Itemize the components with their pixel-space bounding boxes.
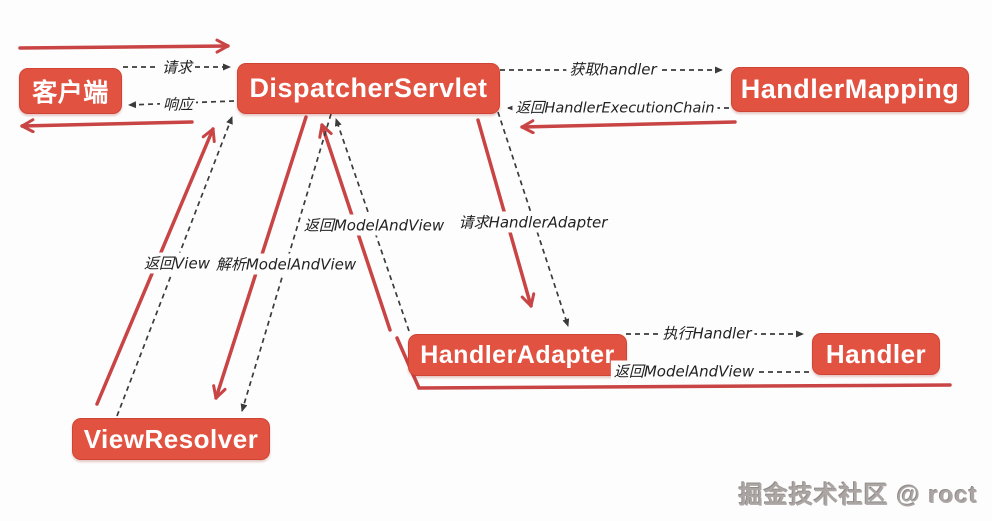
red-arrow-dispatcher-to-client	[20, 118, 194, 134]
node-handler-mapping: HandlerMapping	[731, 67, 969, 112]
edge-label-execute-handler: 执行Handler	[659, 322, 755, 344]
edge-label-return-view: 返回View	[141, 252, 213, 274]
edge-label-request-handleradapter: 请求HandlerAdapter	[455, 211, 611, 233]
red-arrow-client-to-dispatcher	[18, 38, 230, 54]
node-view-resolver: ViewResolver	[72, 418, 270, 460]
edge-label-response: 响应	[159, 93, 197, 115]
node-handler-adapter: HandlerAdapter	[408, 334, 627, 376]
edge-label-return-handlerexecutionchain: 返回HandlerExecutionChain	[512, 96, 718, 118]
edge-label-return-modelandview-to-dispatcher: 返回ModelAndView	[300, 214, 448, 236]
watermark-text: 掘金技术社区 @ roct	[738, 482, 978, 509]
edge-label-resolve-modelandview: 解析ModelAndView	[212, 253, 360, 275]
node-handler: Handler	[812, 333, 940, 375]
node-client: 客户端	[19, 68, 122, 114]
edge-label-request: 请求	[158, 56, 196, 78]
node-dispatcher-servlet: DispatcherServlet	[237, 63, 500, 114]
red-underline-handler-row	[395, 336, 952, 390]
edge-label-get-handler: 获取handler	[566, 58, 660, 80]
edge-label-return-modelandview-to-handleradapter: 返回ModelAndView	[610, 360, 758, 382]
red-arrow-handlermapping-to-dispatcher	[520, 119, 737, 135]
